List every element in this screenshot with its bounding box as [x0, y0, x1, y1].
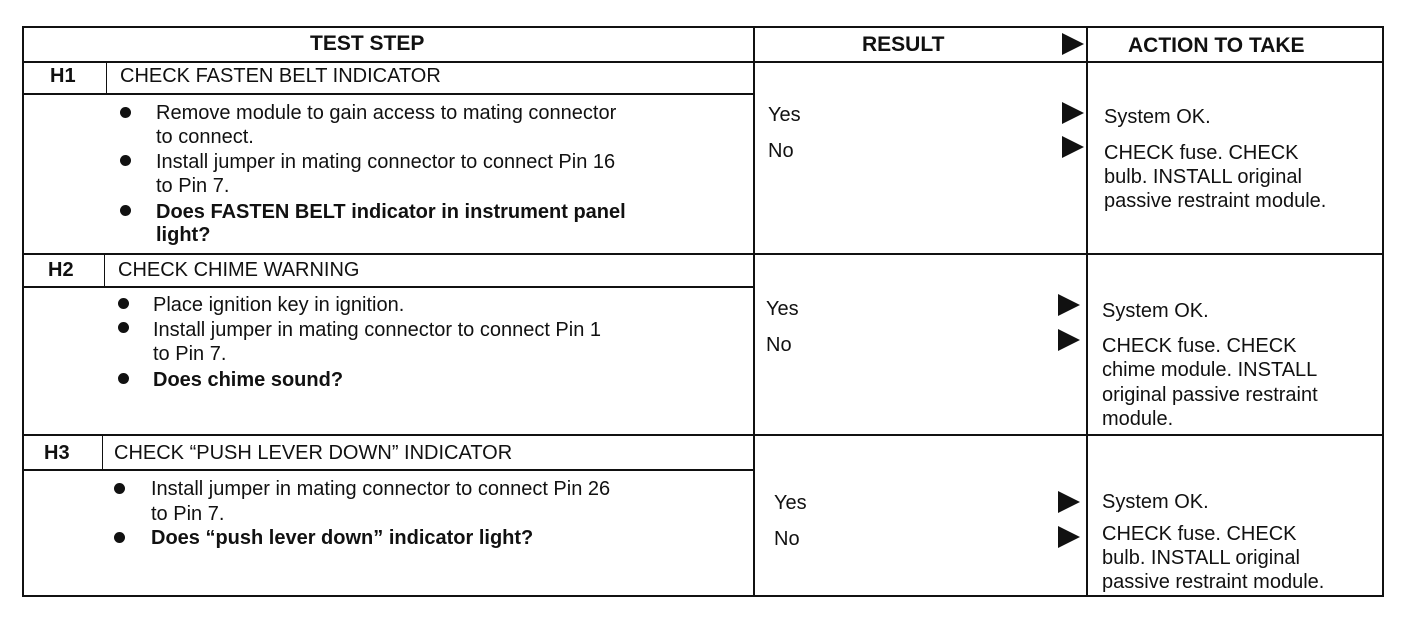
- bullet-icon: [118, 322, 129, 333]
- h2-id-divider: [104, 255, 105, 286]
- top-border: [22, 26, 1384, 28]
- bullet-line: Does “push lever down” indicator light?: [151, 527, 534, 549]
- arrow-icon: [1058, 329, 1080, 351]
- right-border: [1382, 26, 1384, 597]
- arrow-icon: [1058, 294, 1080, 316]
- action-line: System OK.: [1102, 300, 1209, 322]
- header-arrow-icon: [1062, 33, 1084, 55]
- arrow-icon: [1062, 136, 1084, 158]
- action-line: CHECK fuse. CHECK: [1102, 335, 1297, 357]
- bullet-line: Remove module to gain access to mating c…: [156, 102, 617, 124]
- bullet-icon: [118, 373, 129, 384]
- action-line: chime module. INSTALL: [1102, 359, 1318, 381]
- h1-title-divider: [22, 93, 754, 95]
- action-line: bulb. INSTALL original: [1104, 166, 1302, 188]
- arrow-icon: [1062, 102, 1084, 124]
- bullet-icon: [120, 205, 131, 216]
- bullet-icon: [114, 483, 125, 494]
- action-line: bulb. INSTALL original: [1102, 547, 1300, 569]
- bullet-icon: [120, 155, 131, 166]
- action-line: System OK.: [1104, 106, 1211, 128]
- step-id: H2: [48, 259, 74, 281]
- bullet-line: Place ignition key in ignition.: [153, 294, 405, 316]
- bullet-line: to Pin 7.: [153, 343, 227, 365]
- header-result: RESULT: [862, 33, 945, 56]
- step-id: H3: [44, 442, 70, 464]
- bullet-line: to Pin 7.: [151, 503, 225, 525]
- result-yes: Yes: [766, 298, 799, 320]
- action-line: passive restraint module.: [1104, 190, 1327, 212]
- result-no: No: [774, 528, 800, 550]
- step-id: H1: [50, 65, 76, 87]
- step-title: CHECK FASTEN BELT INDICATOR: [120, 65, 441, 87]
- h1-bottom-border: [22, 253, 1384, 255]
- h3-id-divider: [102, 436, 103, 469]
- action-line: module.: [1102, 408, 1174, 430]
- header-bottom-border: [22, 61, 1384, 63]
- header-action-to-take: ACTION TO TAKE: [1128, 34, 1305, 57]
- bottom-border: [22, 595, 1384, 597]
- bullet-line: Install jumper in mating connector to co…: [151, 478, 611, 500]
- arrow-icon: [1058, 491, 1080, 513]
- bullet-icon: [118, 298, 129, 309]
- result-yes: Yes: [768, 104, 801, 126]
- bullet-line: Does chime sound?: [153, 369, 344, 391]
- bullet-line: Does FASTEN BELT indicator in instrument…: [156, 201, 626, 223]
- left-border: [22, 26, 24, 597]
- h2-bottom-border: [22, 434, 1384, 436]
- bullet-line: to connect.: [156, 126, 254, 148]
- action-line: original passive restraint: [1102, 384, 1318, 406]
- action-line: passive restraint module.: [1102, 571, 1325, 593]
- result-no: No: [768, 140, 794, 162]
- bullet-line: Install jumper in mating connector to co…: [156, 151, 616, 173]
- action-column-divider: [1086, 26, 1088, 597]
- h3-title-divider: [22, 469, 754, 471]
- action-line: CHECK fuse. CHECK: [1104, 142, 1299, 164]
- result-column-divider: [753, 26, 755, 597]
- h2-title-divider: [22, 286, 754, 288]
- bullet-icon: [114, 532, 125, 543]
- h1-id-divider: [106, 61, 107, 93]
- action-line: System OK.: [1102, 491, 1209, 513]
- bullet-icon: [120, 107, 131, 118]
- result-yes: Yes: [774, 492, 807, 514]
- bullet-line: Install jumper in mating connector to co…: [153, 319, 602, 341]
- result-no: No: [766, 334, 792, 356]
- header-test-step: TEST STEP: [310, 32, 425, 55]
- step-title: CHECK “PUSH LEVER DOWN” INDICATOR: [114, 442, 513, 464]
- bullet-line: light?: [156, 224, 211, 246]
- step-title: CHECK CHIME WARNING: [118, 259, 360, 281]
- bullet-line: to Pin 7.: [156, 175, 230, 197]
- action-line: CHECK fuse. CHECK: [1102, 523, 1297, 545]
- arrow-icon: [1058, 526, 1080, 548]
